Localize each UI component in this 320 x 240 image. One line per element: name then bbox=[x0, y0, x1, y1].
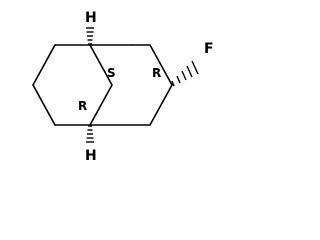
hashed-bond-fluorine bbox=[171, 60, 199, 87]
bond-c2-c3 bbox=[149, 44, 173, 86]
bond-c4a-c8a bbox=[89, 44, 113, 86]
molecule-structure: H H F S R R bbox=[32, 10, 214, 164]
left-ring bbox=[32, 44, 113, 126]
stereo-descriptor-c4a: S bbox=[107, 66, 116, 80]
bond-c8a-c4a bbox=[89, 84, 113, 126]
hashed-bond-top-h bbox=[86, 27, 94, 45]
right-ring bbox=[89, 44, 173, 126]
atom-label-fluorine: F bbox=[204, 41, 214, 57]
hashed-bond-bottom-h bbox=[86, 125, 94, 143]
stereo-descriptor-c2: R bbox=[152, 66, 161, 80]
atom-label-hydrogen-top: H bbox=[85, 10, 97, 26]
atom-label-hydrogen-bottom: H bbox=[85, 148, 97, 164]
bond-c6-c7 bbox=[32, 84, 56, 126]
bond-c3-c4 bbox=[149, 84, 173, 126]
bond-c5-c6 bbox=[32, 44, 56, 86]
stereo-descriptor-c8a: R bbox=[78, 99, 87, 113]
